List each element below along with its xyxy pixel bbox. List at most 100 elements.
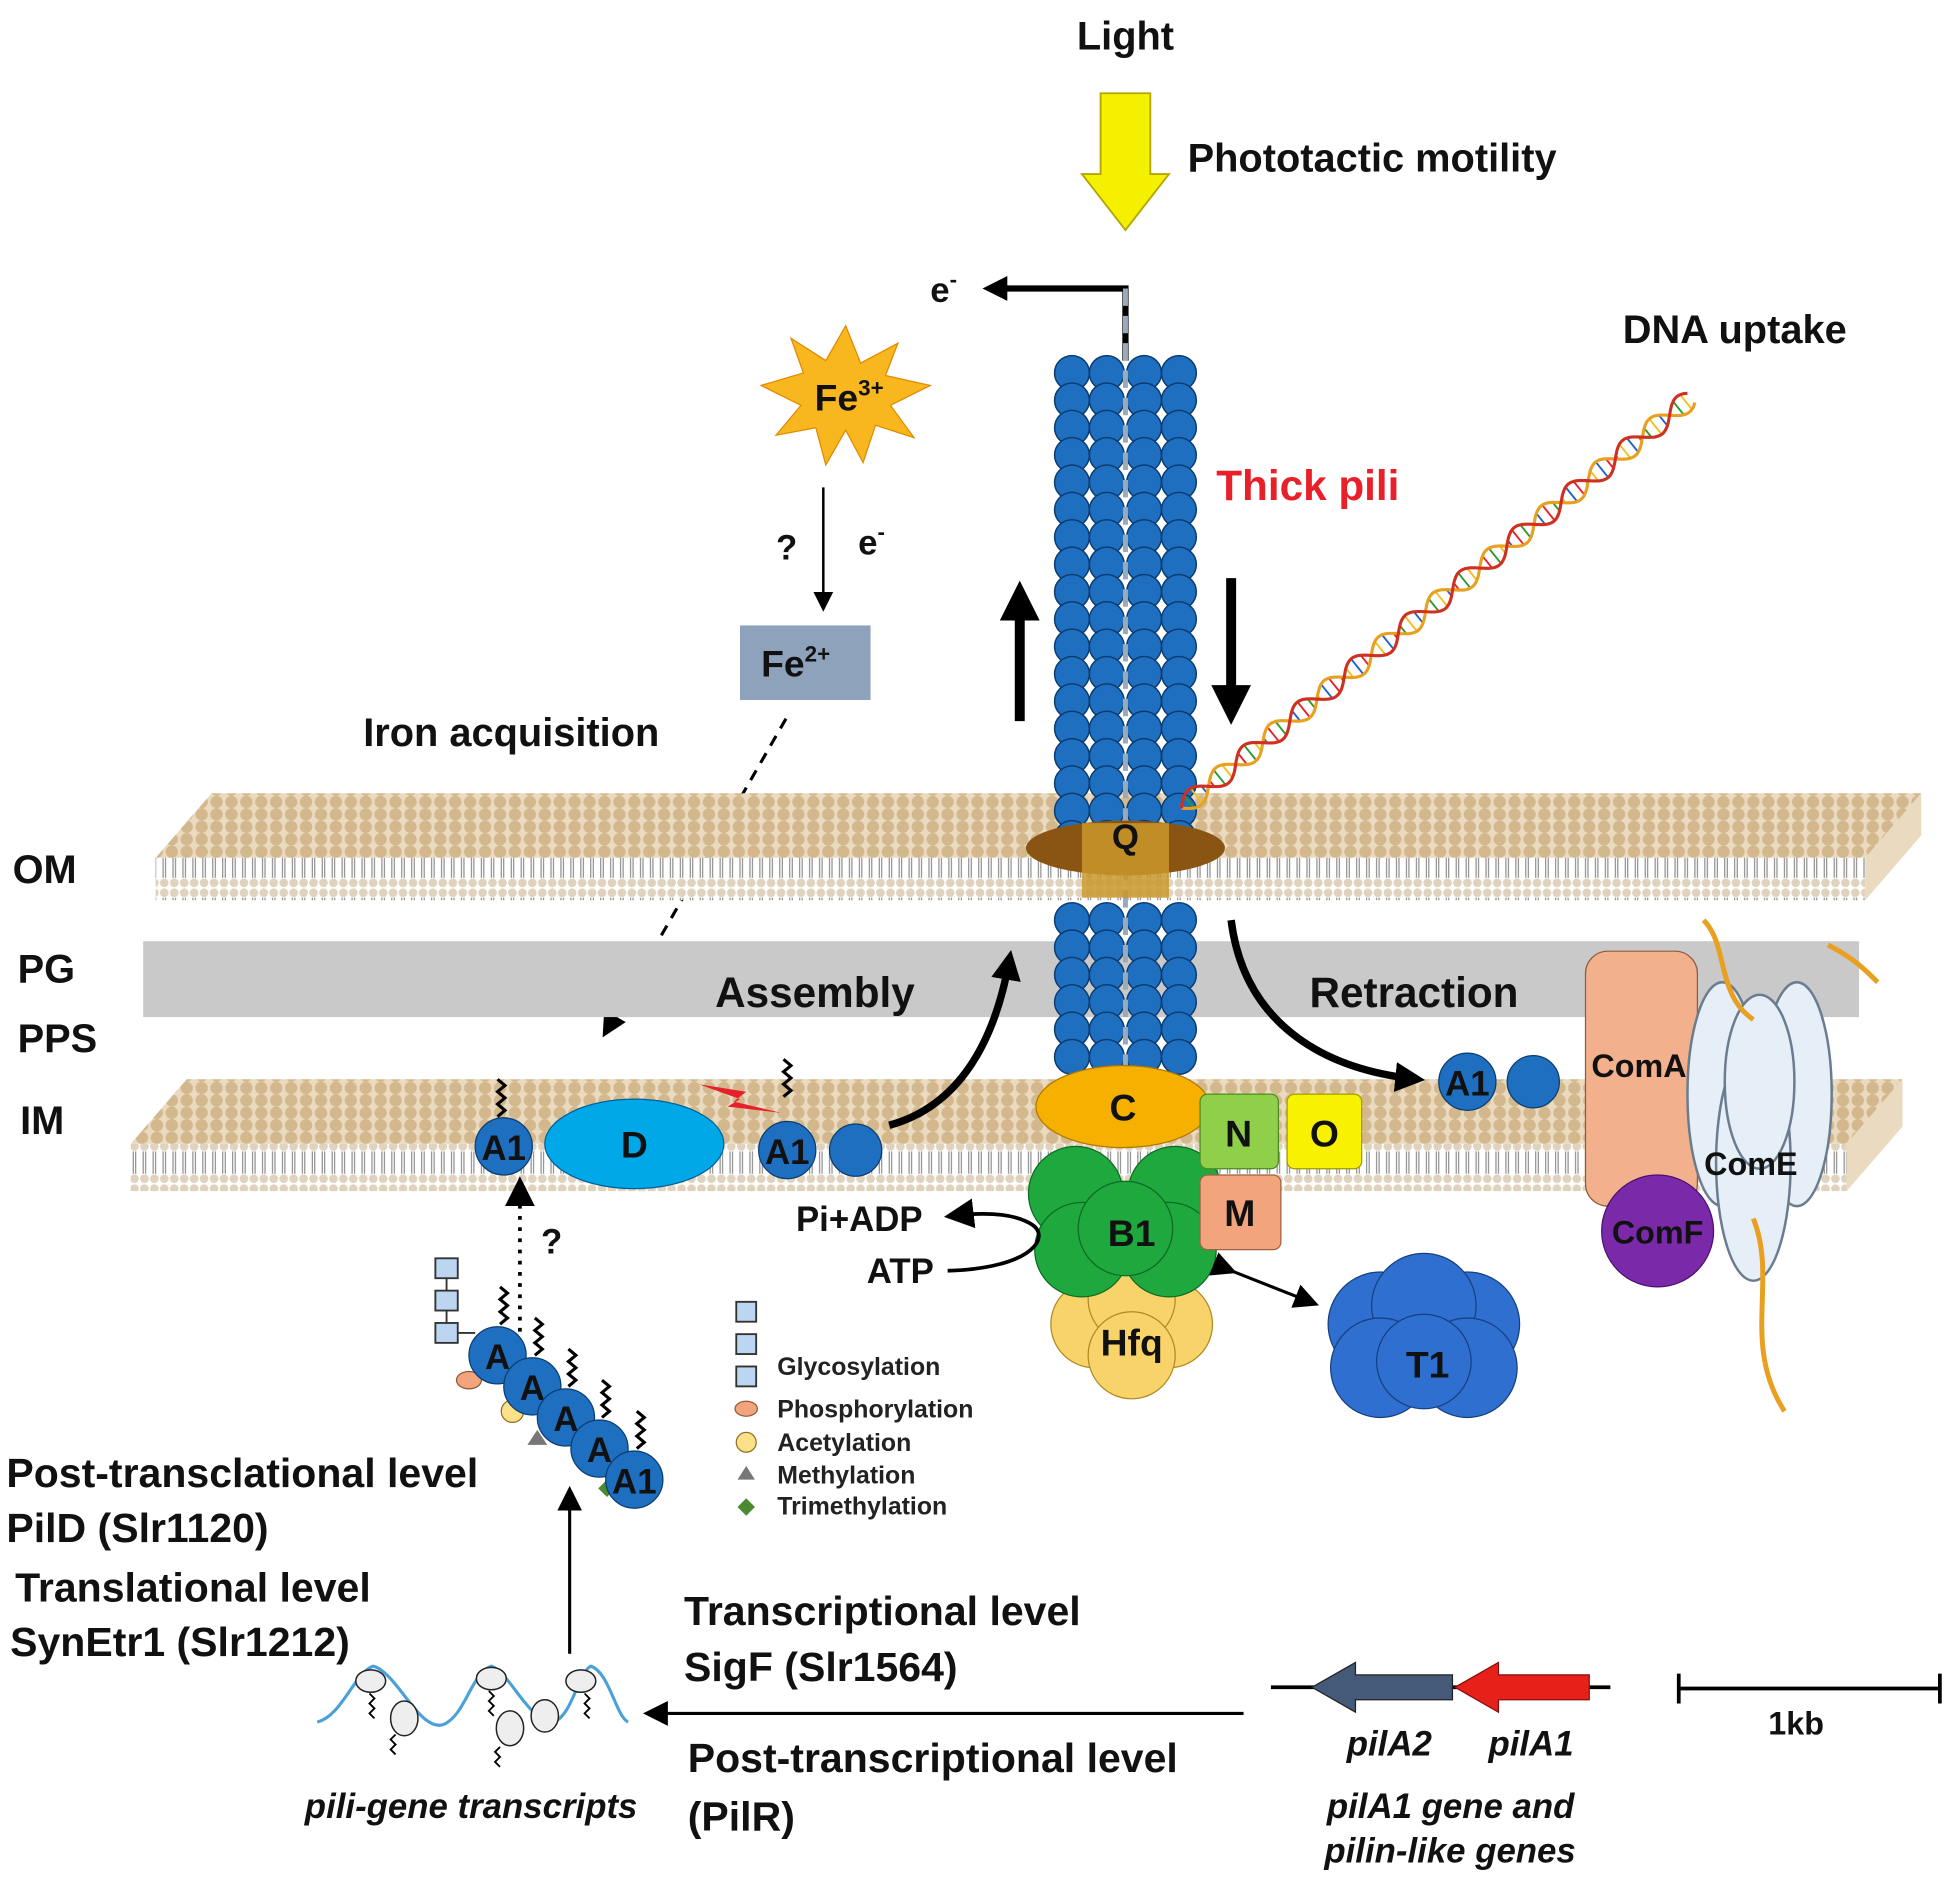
base-pair bbox=[1243, 744, 1258, 762]
pild-label: PilD (Slr1120) bbox=[6, 1505, 268, 1551]
dna-strand bbox=[1179, 391, 1688, 809]
pila2-gene-arrow bbox=[1310, 1661, 1454, 1714]
assembly-arrow bbox=[888, 950, 1021, 1129]
methylation-mark-icon bbox=[527, 1429, 548, 1445]
legend-glycosylation: Glycosylation bbox=[777, 1353, 940, 1381]
legend-trimethylation: Trimethylation bbox=[777, 1492, 947, 1520]
pilt1-atpase bbox=[1327, 1252, 1521, 1419]
q-label: Q bbox=[1112, 818, 1139, 857]
thick-pilus bbox=[1053, 354, 1198, 1076]
base-pair bbox=[1457, 572, 1472, 589]
atp-label: ATP bbox=[867, 1252, 934, 1291]
base-pair bbox=[1221, 764, 1234, 779]
pilin-tail-icon bbox=[565, 1347, 579, 1388]
base-pair bbox=[1296, 701, 1311, 719]
base-pair bbox=[1320, 683, 1334, 699]
base-pair bbox=[1488, 547, 1502, 565]
post-translational-label: Post-transclational level bbox=[6, 1450, 478, 1496]
iron-question-mark: ? bbox=[776, 529, 797, 568]
pg-label: PG bbox=[18, 947, 75, 991]
base-pair bbox=[1189, 787, 1204, 805]
post-transcriptional-label: Post-transcriptional level bbox=[688, 1735, 1178, 1781]
base-pair bbox=[1274, 720, 1287, 736]
pilr-label: (PilR) bbox=[688, 1793, 795, 1839]
dna-strand bbox=[1181, 401, 1697, 811]
piln-protein bbox=[1199, 1093, 1280, 1170]
pilin-label: A bbox=[520, 1369, 545, 1408]
legend: Glycosylation Phosphorylation Acetylatio… bbox=[734, 1300, 973, 1520]
pilin-label: A bbox=[485, 1338, 510, 1377]
scale-bar-label: 1kb bbox=[1768, 1706, 1824, 1742]
glycan-chain-icon bbox=[434, 1257, 476, 1344]
retraction-arrow bbox=[1227, 919, 1426, 1092]
coma-label: ComA bbox=[1591, 1048, 1686, 1084]
base-pair bbox=[1327, 677, 1341, 693]
legend-phosphorylation: Phosphorylation bbox=[777, 1395, 973, 1423]
base-pair bbox=[1605, 458, 1615, 469]
synetr1-label: SynEtr1 (Slr1212) bbox=[10, 1619, 350, 1665]
pilin-tail-icon bbox=[599, 1378, 612, 1419]
pili-gene-transcripts-icon bbox=[316, 1664, 630, 1768]
base-pair bbox=[1183, 795, 1195, 809]
iron-acquisition-label: Iron acquisition bbox=[363, 711, 659, 755]
base-pair bbox=[1648, 418, 1663, 435]
transcripts-label: pili-gene transcripts bbox=[304, 1787, 638, 1826]
base-pair bbox=[1511, 529, 1525, 546]
dna-uptake-label: DNA uptake bbox=[1623, 308, 1847, 352]
pilin-tail-icon bbox=[497, 1285, 510, 1326]
base-pair bbox=[1413, 611, 1424, 624]
pila2-label: pilA2 bbox=[1346, 1725, 1432, 1764]
outer-membrane-side bbox=[1865, 793, 1922, 901]
legend-phosphorylation-icon bbox=[734, 1400, 759, 1417]
pilin-subunit bbox=[1160, 1038, 1198, 1076]
comf-protein bbox=[1601, 1174, 1715, 1288]
assembly-label: Assembly bbox=[715, 969, 915, 1016]
base-pair bbox=[1466, 567, 1478, 581]
base-pair bbox=[1658, 414, 1669, 427]
cleavage-lightning-icon bbox=[698, 1084, 782, 1113]
electron-label: e- bbox=[930, 267, 957, 310]
come-protein bbox=[1686, 981, 1833, 1282]
base-pair bbox=[1350, 658, 1365, 675]
pild-peptidase bbox=[544, 1098, 725, 1190]
om-label: OM bbox=[13, 848, 77, 892]
m-label: M bbox=[1224, 1192, 1255, 1234]
pila1-label: pilA1 bbox=[1488, 1725, 1574, 1764]
base-pair bbox=[1519, 524, 1532, 539]
pilin-tail-icon bbox=[634, 1410, 647, 1450]
outer-membrane-edge bbox=[155, 857, 1866, 901]
legend-methylation-icon bbox=[737, 1465, 755, 1480]
base-pair bbox=[1306, 698, 1316, 709]
base-pair bbox=[1291, 710, 1301, 722]
pilm-protein bbox=[1199, 1174, 1282, 1251]
light-label: Light bbox=[1077, 15, 1174, 59]
pilb1-atpase bbox=[1027, 1145, 1224, 1298]
pilin-tail-icon bbox=[495, 1078, 508, 1118]
base-pair bbox=[1403, 615, 1418, 632]
base-pair bbox=[1589, 470, 1600, 482]
base-pair bbox=[1595, 461, 1609, 479]
dna-helix bbox=[1179, 391, 1697, 811]
pilin-subunit bbox=[828, 1123, 883, 1177]
fe3-star-icon bbox=[759, 324, 933, 467]
pilin-label: A bbox=[587, 1431, 612, 1470]
translational-label: Translational level bbox=[15, 1564, 371, 1610]
d-label: D bbox=[621, 1124, 648, 1166]
gene-caption-line-2: pilin-like genes bbox=[1323, 1832, 1575, 1871]
retracted-pila1 bbox=[1438, 1052, 1497, 1111]
base-pair bbox=[1360, 654, 1370, 667]
base-pair bbox=[1572, 480, 1586, 496]
base-pair bbox=[1374, 640, 1387, 656]
phototactic-motility-label: Phototactic motility bbox=[1188, 137, 1557, 181]
fe3-label: Fe3+ bbox=[815, 375, 884, 418]
pilin-tail-icon bbox=[781, 1058, 794, 1098]
pilin-subunit bbox=[1506, 1055, 1561, 1109]
pilin-label: A bbox=[553, 1400, 578, 1439]
base-pair bbox=[1212, 769, 1227, 786]
modified-pilin bbox=[605, 1450, 664, 1509]
o-label: O bbox=[1310, 1112, 1339, 1154]
come-label: ComE bbox=[1704, 1146, 1797, 1182]
base-pair bbox=[1672, 400, 1685, 416]
